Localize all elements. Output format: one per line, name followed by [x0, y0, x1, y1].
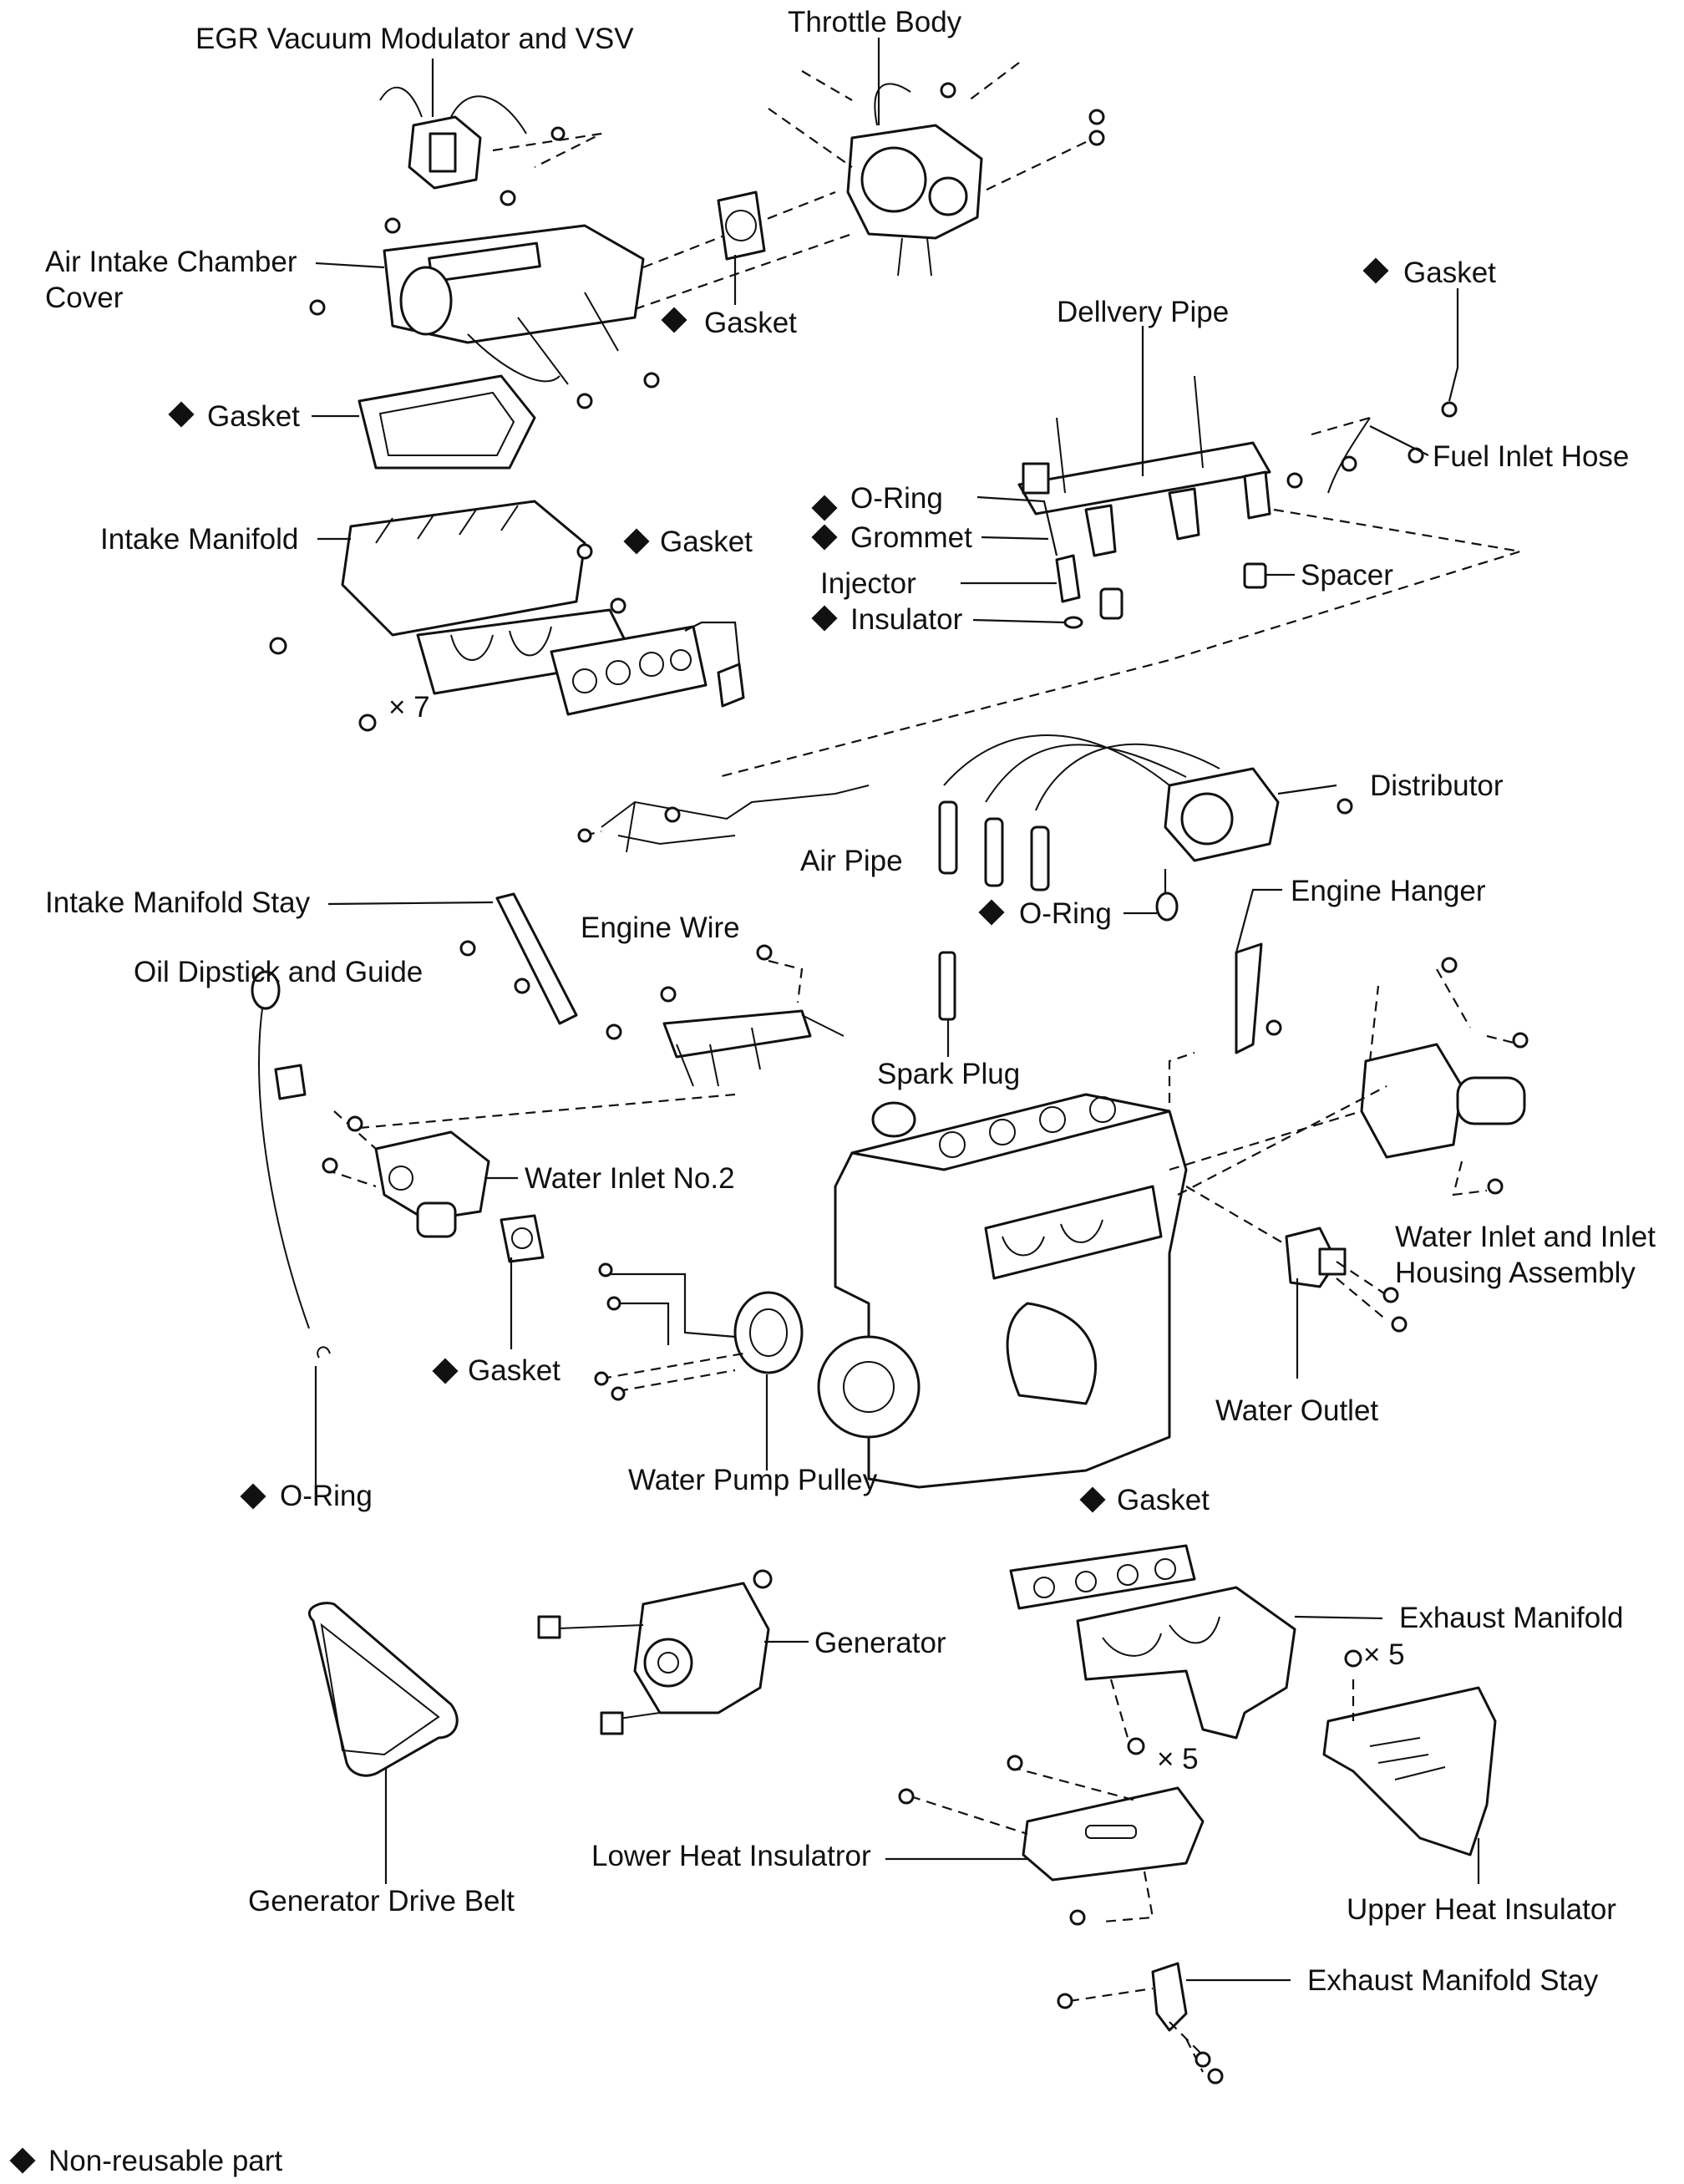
label-generator-drive-belt: Generator Drive Belt	[248, 1885, 515, 1917]
air-pipe-part	[584, 785, 870, 853]
label-delivery-pipe: Dellvery Pipe	[1057, 296, 1229, 328]
label-gasket-exhaust: Gasket	[1117, 1484, 1210, 1516]
label-o-ring-distributor: O-Ring	[1019, 897, 1112, 930]
diamond-icon	[811, 495, 838, 521]
air-intake-chamber-cover-part	[383, 190, 853, 385]
diamond-icon	[432, 1358, 459, 1384]
diamond-icon	[811, 605, 838, 632]
fasteners	[269, 82, 1529, 2085]
label-upper-heat-insulator: Upper Heat Insulator	[1347, 1893, 1616, 1926]
label-times-5-lower: × 5	[1157, 1743, 1199, 1775]
label-gasket-chamber: Gasket	[207, 400, 300, 433]
gasket-water-part	[500, 1214, 545, 1263]
label-gasket-throttle: Gasket	[704, 307, 797, 339]
spark-plug-part	[938, 951, 956, 1021]
diamond-icon	[9, 2147, 36, 2174]
gasket-intake-part	[550, 621, 745, 716]
label-water-inlet-housing: Water Inlet and Inlet	[1395, 1221, 1656, 1253]
throttle-body-part	[768, 62, 1087, 277]
label-engine-hanger: Engine Hanger	[1291, 875, 1486, 907]
label-insulator: Insulator	[850, 603, 963, 636]
egr-vacuum-modulator-part	[379, 86, 602, 190]
diamond-icon	[661, 307, 687, 333]
diamond-icon	[1362, 257, 1389, 284]
label-water-pump-pulley: Water Pump Pulley	[628, 1464, 878, 1496]
label-intake-manifold: Intake Manifold	[100, 523, 298, 556]
engine-hanger-part	[1235, 942, 1263, 1054]
label-times-5-upper: × 5	[1363, 1638, 1405, 1671]
intake-manifold-stay-part	[495, 892, 578, 1025]
label-gasket-water: Gasket	[468, 1354, 560, 1387]
diamond-icon	[1079, 1486, 1106, 1513]
label-spark-plug: Spark Plug	[877, 1058, 1020, 1090]
lower-heat-insulator-part	[910, 1765, 1205, 1923]
water-outlet-part	[1185, 1186, 1387, 1321]
label-engine-wire: Engine Wire	[581, 912, 740, 944]
delivery-pipe-part	[718, 375, 1521, 779]
leader-lines	[312, 38, 1480, 1982]
engine-block-part	[817, 1051, 1387, 1489]
label-o-ring-dipstick: O-Ring	[280, 1480, 373, 1512]
label-exhaust-manifold: Exhaust Manifold	[1399, 1602, 1623, 1634]
water-pump-pulley-part	[601, 1272, 804, 1393]
label-grommet: Grommet	[850, 521, 972, 554]
label-egr-vacuum-modulator: EGR Vacuum Modulator and VSV	[195, 23, 634, 55]
diamond-icon	[168, 401, 195, 428]
diamond-icon	[240, 1483, 266, 1510]
label-throttle-body: Throttle Body	[788, 6, 962, 38]
label-water-inlet-no2: Water Inlet No.2	[525, 1162, 735, 1195]
generator-part	[537, 1582, 770, 1735]
injector-part	[1055, 554, 1267, 629]
gasket-throttle-part	[717, 190, 766, 261]
gasket-chamber-part	[358, 374, 536, 470]
label-distributor: Distributor	[1370, 769, 1504, 802]
label-generator: Generator	[814, 1627, 946, 1659]
label-water-outlet: Water Outlet	[1215, 1394, 1378, 1427]
generator-drive-belt-part	[307, 1602, 459, 1777]
water-inlet-no2-part	[325, 1110, 490, 1238]
label-air-intake-chamber-cover-2: Cover	[45, 282, 124, 314]
label-intake-manifold-stay: Intake Manifold Stay	[45, 886, 311, 919]
diamond-icon	[811, 524, 838, 551]
label-injector: Injector	[820, 567, 916, 600]
label-fuel-inlet-hose: Fuel Inlet Hose	[1433, 440, 1629, 473]
label-gasket-fuel: Gasket	[1403, 256, 1496, 289]
upper-heat-insulator-part	[1322, 1679, 1497, 1856]
exhaust-manifold-part	[1076, 1586, 1296, 1740]
legend-text: Non-reusable part	[48, 2145, 282, 2177]
label-lower-heat-insulator: Lower Heat Insulatror	[591, 1840, 871, 1872]
label-air-intake-chamber-cover: Air Intake Chamber	[45, 246, 297, 278]
label-times-7: × 7	[388, 691, 430, 724]
diamond-icon	[978, 899, 1005, 926]
engine-wire-part	[358, 959, 845, 1130]
distributor-part	[938, 734, 1280, 922]
water-inlet-housing-part	[1360, 968, 1526, 1196]
exhaust-manifold-stay-part	[1068, 1962, 1204, 2073]
diamond-icon	[623, 528, 650, 555]
label-spacer: Spacer	[1301, 559, 1393, 592]
labels: EGR Vacuum Modulator and VSV Throttle Bo…	[45, 6, 1656, 2177]
label-water-inlet-housing-2: Housing Assembly	[1395, 1257, 1636, 1289]
label-air-pipe: Air Pipe	[800, 845, 903, 877]
label-gasket-intake: Gasket	[660, 526, 753, 558]
label-exhaust-manifold-stay: Exhaust Manifold Stay	[1307, 1964, 1599, 1997]
label-o-ring-injector: O-Ring	[850, 482, 943, 515]
label-oil-dipstick: Oil Dipstick and Guide	[134, 956, 423, 988]
gasket-exhaust-part	[1009, 1544, 1196, 1610]
oil-dipstick-part	[251, 970, 331, 1359]
intake-manifold-part	[341, 500, 637, 695]
